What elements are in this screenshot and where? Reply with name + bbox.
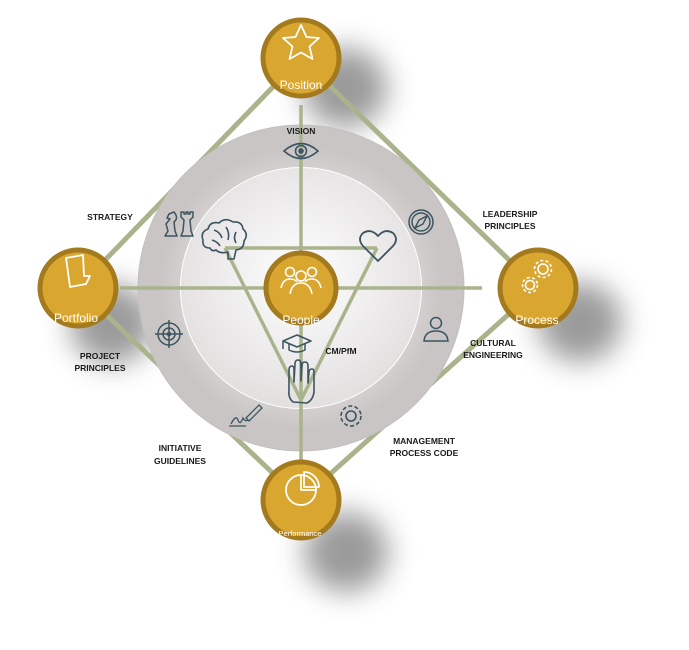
label-vision: VISION xyxy=(287,126,316,136)
heart-icon xyxy=(359,230,397,262)
label-management-line1: MANAGEMENT xyxy=(393,436,456,446)
compass-icon xyxy=(408,209,434,235)
graduation-cap-icon xyxy=(282,334,312,353)
label-project-line2: PRINCIPLES xyxy=(74,363,125,373)
node-position[interactable]: Position xyxy=(260,17,342,99)
people-icon xyxy=(280,266,322,295)
node-label-portfolio: Portfolio xyxy=(54,311,98,325)
gear-icon xyxy=(340,405,362,427)
label-cultural-line1: CULTURAL xyxy=(470,338,516,348)
node-label-position: Position xyxy=(280,78,323,92)
label-cmpfm: CM/PfM xyxy=(325,346,356,356)
node-label-performance: Performance xyxy=(279,529,322,538)
node-portfolio[interactable]: Portfolio xyxy=(37,247,119,329)
chess-icon xyxy=(164,211,194,237)
pie-chart-icon xyxy=(285,471,320,506)
label-leadership-line1: LEADERSHIP xyxy=(483,209,538,219)
node-performance[interactable]: Performance xyxy=(260,459,342,541)
brain-icon xyxy=(201,218,248,260)
label-cultural-line2: ENGINEERING xyxy=(463,350,523,360)
node-label-people: People xyxy=(282,313,320,327)
person-icon xyxy=(423,316,449,342)
node-label-process: Process xyxy=(515,313,558,327)
node-process[interactable]: Process xyxy=(497,247,579,329)
signature-icon xyxy=(229,404,263,427)
hand-icon xyxy=(288,359,315,404)
label-project-line1: PROJECT xyxy=(80,351,121,361)
label-strategy: STRATEGY xyxy=(87,212,133,222)
label-leadership-line2: PRINCIPLES xyxy=(484,221,535,231)
target-icon xyxy=(155,320,183,348)
node-people[interactable]: People xyxy=(263,250,339,327)
star-icon xyxy=(282,24,320,60)
label-initiative-line2: GUIDELINES xyxy=(154,456,206,466)
label-management-line2: PROCESS CODE xyxy=(390,448,459,458)
eye-icon xyxy=(282,142,320,160)
gears-icon xyxy=(521,259,553,294)
label-initiative-line1: INITIATIVE xyxy=(159,443,202,453)
document-icon xyxy=(65,254,91,288)
